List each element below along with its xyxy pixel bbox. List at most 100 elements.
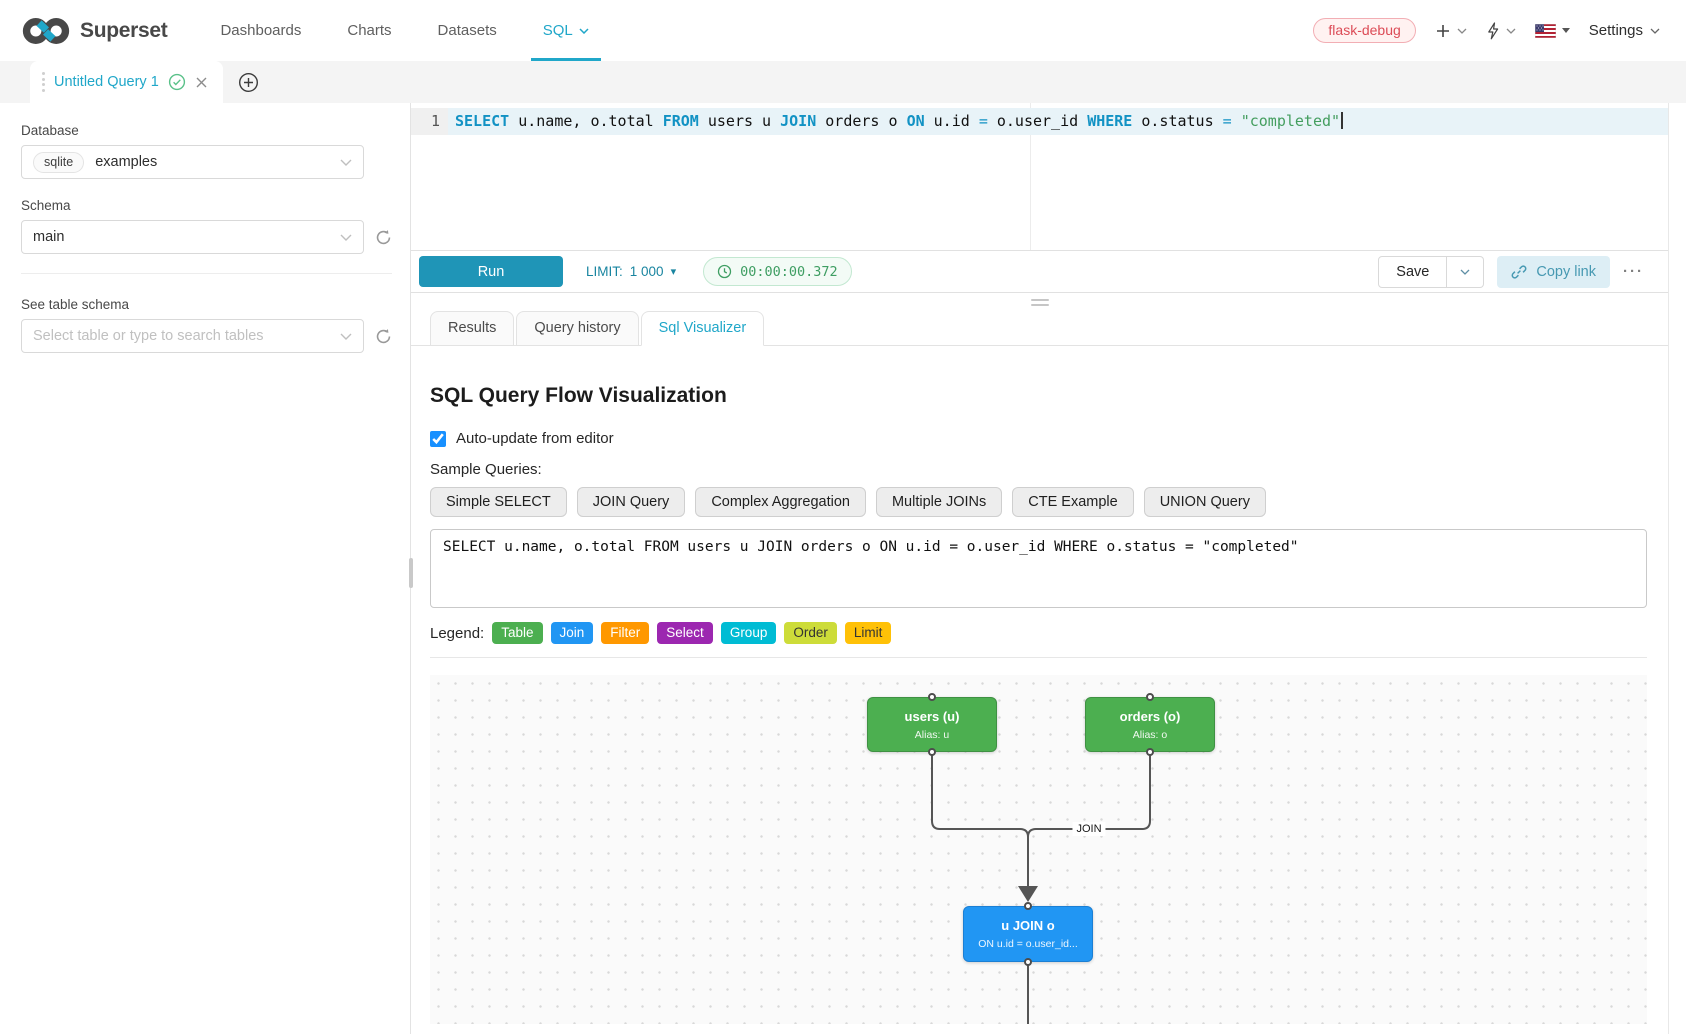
nav-item-sql[interactable]: SQL xyxy=(520,0,612,61)
save-dropdown-button[interactable] xyxy=(1447,255,1485,288)
node-handle-top[interactable] xyxy=(1146,693,1154,701)
superset-infinity-icon xyxy=(22,17,70,44)
copy-link-button[interactable]: Copy link xyxy=(1497,255,1610,288)
sample-query-union-query[interactable]: UNION Query xyxy=(1143,487,1266,517)
tab-drag-handle-icon[interactable] xyxy=(42,72,45,92)
query-tab-strip: Untitled Query 1 xyxy=(0,61,1686,103)
nav-item-dashboards[interactable]: Dashboards xyxy=(197,0,324,61)
sample-query-buttons: Simple SELECT JOIN Query Complex Aggregati… xyxy=(430,487,1647,517)
node-handle-bottom[interactable] xyxy=(1024,958,1032,966)
superset-logo[interactable]: Superset xyxy=(21,15,168,47)
database-engine-tag: sqlite xyxy=(33,151,85,173)
sql-editor-panel: 1 SELECT u.name, o.total FROM users u JO… xyxy=(411,103,1669,1034)
chevron-down-icon xyxy=(340,159,352,166)
flow-node-orders[interactable]: orders (o) Alias: o xyxy=(1085,697,1215,752)
page-right-gutter xyxy=(1669,103,1686,1034)
new-item-menu[interactable] xyxy=(1435,23,1467,39)
limit-dropdown[interactable]: LIMIT: 1 000 ▾ xyxy=(586,264,676,279)
query-tab-untitled[interactable]: Untitled Query 1 xyxy=(30,61,223,103)
node-handle-top[interactable] xyxy=(928,693,936,701)
sample-query-simple-select[interactable]: Simple SELECT xyxy=(430,487,567,517)
sample-query-multiple-joins[interactable]: Multiple JOINs xyxy=(875,487,1003,517)
chevron-down-icon xyxy=(340,234,352,241)
tab-query-history[interactable]: Query history xyxy=(516,311,639,346)
legend-label: Legend: xyxy=(430,624,485,642)
copy-link-label: Copy link xyxy=(1536,263,1596,280)
sql-code-editor[interactable]: 1 SELECT u.name, o.total FROM users u JO… xyxy=(411,103,1668,250)
schema-select[interactable]: main xyxy=(21,220,364,254)
chevron-down-icon xyxy=(579,27,589,34)
link-icon xyxy=(1511,265,1527,278)
sample-query-join-query[interactable]: JOIN Query xyxy=(576,487,686,517)
legend-badge-order: Order xyxy=(784,622,837,644)
legend-badge-group: Group xyxy=(720,622,777,644)
chevron-down-icon xyxy=(1460,269,1470,275)
lightning-icon xyxy=(1487,21,1498,39)
editor-active-line xyxy=(448,108,1668,135)
query-search-menu[interactable] xyxy=(1486,21,1516,40)
node-subtitle: Alias: o xyxy=(1132,728,1168,741)
sample-query-cte-example[interactable]: CTE Example xyxy=(1012,487,1134,517)
table-schema-label: See table schema xyxy=(21,297,130,312)
database-value: examples xyxy=(95,154,158,170)
visualizer-sql-input[interactable]: SELECT u.name, o.total FROM users u JOIN… xyxy=(430,529,1647,608)
chevron-down-icon xyxy=(340,333,352,340)
database-select[interactable]: sqlite examples xyxy=(21,145,364,179)
chevron-down-icon xyxy=(1650,28,1660,34)
caret-down-icon xyxy=(1561,28,1570,33)
new-query-tab-button[interactable] xyxy=(238,61,259,103)
chevron-down-icon xyxy=(1506,28,1516,34)
sqllab-sidebar: Database sqlite examples Schema main xyxy=(0,103,410,1034)
legend-badge-limit: Limit xyxy=(844,622,892,644)
node-title: u JOIN o xyxy=(1001,918,1055,933)
node-title: orders (o) xyxy=(1119,708,1181,724)
more-actions-button[interactable]: ··· xyxy=(1623,263,1644,280)
node-handle-bottom[interactable] xyxy=(928,748,936,756)
nav-item-charts[interactable]: Charts xyxy=(324,0,414,61)
refresh-icon xyxy=(376,229,391,244)
navbar-right: flask-debug Settings xyxy=(1313,18,1660,43)
settings-menu[interactable]: Settings xyxy=(1589,22,1660,39)
brand-name: Superset xyxy=(80,18,168,42)
auto-update-row: Auto-update from editor xyxy=(430,430,1647,447)
run-button[interactable]: Run xyxy=(419,256,563,287)
caret-down-icon: ▾ xyxy=(670,266,677,278)
plus-circle-icon xyxy=(238,72,258,92)
schema-label: Schema xyxy=(21,198,71,213)
refresh-schemas-button[interactable] xyxy=(375,229,392,246)
sidebar-resizer[interactable] xyxy=(408,103,413,1034)
content-divider xyxy=(430,657,1647,658)
close-tab-icon[interactable] xyxy=(195,76,208,89)
refresh-tables-button[interactable] xyxy=(375,328,392,345)
auto-update-checkbox[interactable] xyxy=(430,430,446,447)
editor-cursor xyxy=(1341,112,1343,129)
sample-query-complex-aggregation[interactable]: Complex Aggregation xyxy=(695,487,866,517)
node-handle-top[interactable] xyxy=(1024,902,1032,910)
legend-badge-filter: Filter xyxy=(601,622,650,644)
editor-toolbar: Run LIMIT: 1 000 ▾ 00:00:00.372 Save xyxy=(411,250,1668,293)
editor-gutter-highlight xyxy=(411,108,448,135)
nav-item-datasets[interactable]: Datasets xyxy=(415,0,520,61)
flow-node-users[interactable]: users (u) Alias: u xyxy=(867,697,997,752)
node-handle-bottom[interactable] xyxy=(1146,748,1154,756)
tab-results[interactable]: Results xyxy=(430,311,515,346)
save-button[interactable]: Save xyxy=(1378,255,1448,288)
us-flag-icon xyxy=(1534,23,1556,38)
nav-item-label: SQL xyxy=(542,22,573,39)
query-timer: 00:00:00.372 xyxy=(703,257,852,286)
table-select[interactable]: Select table or type to search tables xyxy=(21,319,364,353)
node-title: users (u) xyxy=(904,708,960,724)
sql-editor-line: SELECT u.name, o.total FROM users u JOIN… xyxy=(455,108,1343,135)
language-picker[interactable] xyxy=(1534,23,1570,38)
editor-print-margin xyxy=(1030,103,1031,250)
flow-canvas[interactable]: JOIN users (u) Alias: u orders (o) Alias: o… xyxy=(430,675,1647,1024)
edge-label-join: JOIN xyxy=(1072,822,1106,836)
settings-label: Settings xyxy=(1588,22,1643,39)
results-pane-resizer[interactable] xyxy=(411,293,1668,311)
sidebar-divider xyxy=(21,273,392,274)
tab-sql-visualizer[interactable]: Sql Visualizer xyxy=(640,311,765,346)
node-subtitle: Alias: u xyxy=(914,728,950,741)
